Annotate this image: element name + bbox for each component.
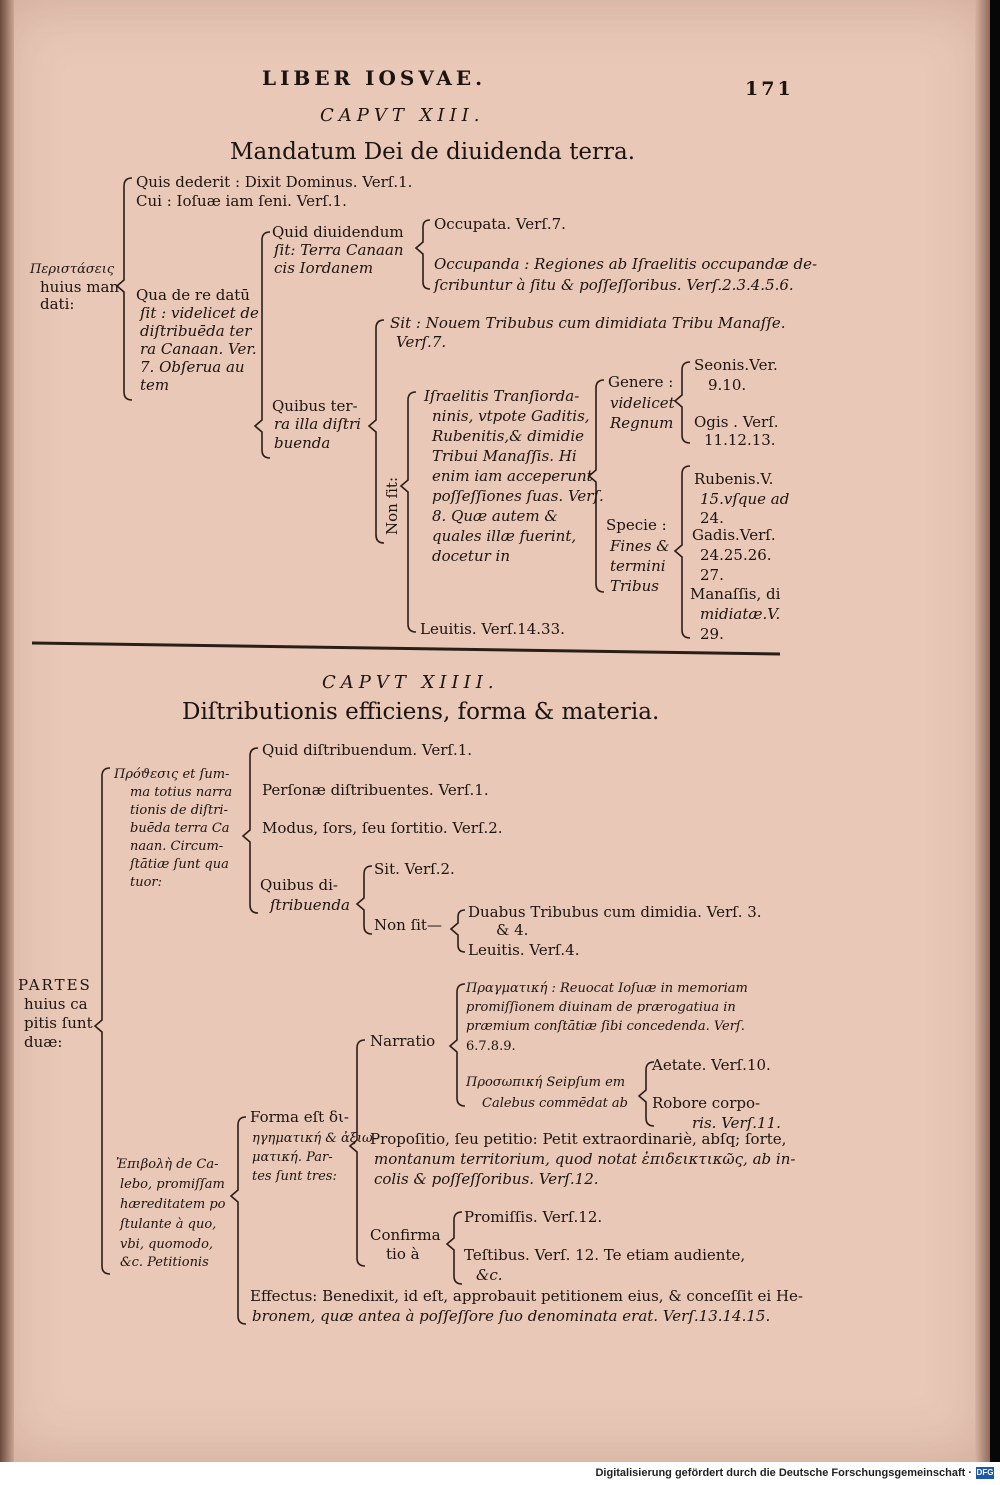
ch13-root-bracket <box>115 177 133 401</box>
page-edge <box>975 0 990 1462</box>
ch13-quid-bracket <box>414 219 431 290</box>
ch14-title: Diſtributionis efficiens, forma & materi… <box>182 699 660 725</box>
ch14-prosopike-bracket <box>637 1061 655 1127</box>
ch14-aetate: Aetate. Verſ.10. <box>652 1056 771 1074</box>
footer-bar: Digitalisierung gefördert durch die Deut… <box>0 1462 1000 1485</box>
ch14-root-bracket <box>93 767 111 1275</box>
ch14-narratio-bracket <box>448 983 466 1107</box>
ch14-promissis: Promiſſis. Verſ.12. <box>464 1208 603 1226</box>
ch14-modus: Modus, ſors, ſeu ſortitio. Verſ.2. <box>262 819 503 837</box>
ch13-israelitis-bracket <box>587 379 605 593</box>
ch14-quibus-bracket <box>355 865 373 935</box>
ch13-occupata: Occupata. Verſ.7. <box>434 215 566 233</box>
ch13-caput: CAPVT XIII. <box>320 105 485 126</box>
ch13-title: Mandatum Dei de diuidenda terra. <box>230 139 636 165</box>
ch14-epibole-bracket <box>229 1116 247 1325</box>
ch14-caput: CAPVT XIIII. <box>322 672 499 693</box>
chapter-divider <box>31 641 781 656</box>
ch14-quid: Quid diſtribuendum. Verſ.1. <box>262 741 473 759</box>
ch13-non-sit: Non ſit: <box>383 476 401 535</box>
digitization-credit: Digitalisierung gefördert durch die Deut… <box>595 1467 972 1479</box>
ch13-nonsit-bracket <box>399 391 417 633</box>
ch13-qua-bracket <box>253 231 271 459</box>
ch14-prothesis-bracket <box>241 747 259 914</box>
ch14-forma-bracket <box>348 1039 366 1267</box>
ch13-quibus-bracket <box>367 319 385 544</box>
ch13-quis: Quis dederit : Dixit Dominus. Verſ.1. <box>136 173 413 191</box>
ch14-nonsit-bracket <box>449 909 466 953</box>
ch13-specie-bracket <box>673 465 691 639</box>
ch13-leuitis: Leuitis. Verſ.14.33. <box>420 620 565 638</box>
dfg-logo-icon: DFG <box>976 1467 994 1479</box>
page-number: 171 <box>745 78 794 100</box>
ch14-narratio: Narratio <box>370 1032 436 1050</box>
book-page <box>0 0 990 1462</box>
ch14-sit: Sit. Verſ.2. <box>374 860 455 878</box>
ch13-cui: Cui : Ioſuæ iam ſeni. Verſ.1. <box>136 192 347 210</box>
book-spine <box>0 0 14 1462</box>
running-title: LIBER IOSVAE. <box>262 66 487 90</box>
ch14-personae: Perſonæ diſtribuentes. Verſ.1. <box>262 781 489 799</box>
ch14-confirmatio-bracket <box>445 1211 463 1285</box>
ch13-genere-bracket <box>673 361 691 444</box>
ch14-non-sit: Non ſit— <box>374 916 442 934</box>
ch14-leuitis: Leuitis. Verſ.4. <box>468 941 580 959</box>
